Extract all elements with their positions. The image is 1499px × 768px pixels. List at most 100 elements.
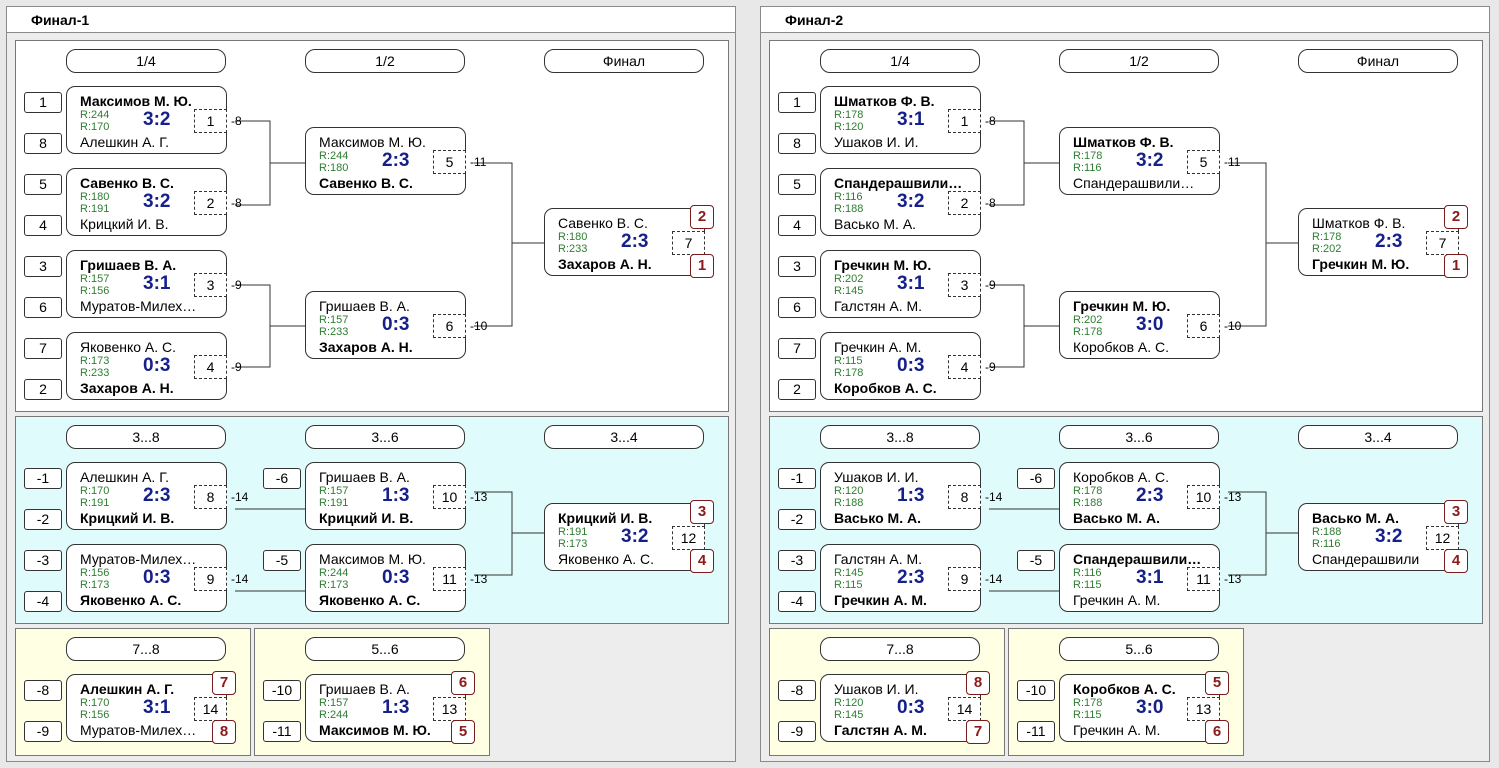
round-header: 3...8: [820, 425, 980, 449]
player-1-name: Гречкин А. М.: [834, 339, 922, 355]
player-1-rating: R:244: [319, 567, 349, 579]
place-badge: 5: [451, 720, 475, 744]
seed-number: 5: [24, 174, 62, 195]
seed-number: 5: [778, 174, 816, 195]
seed-number: -3: [24, 550, 62, 571]
loser-destination: -10: [470, 319, 488, 333]
player-1-rating: R:156: [80, 567, 110, 579]
player-1-name: Савенко В. С.: [558, 215, 648, 231]
place-badge: 5: [1205, 671, 1229, 695]
bracket-lines: [235, 120, 545, 368]
match-number: 2: [948, 191, 981, 215]
player-2-rating: R:116: [1312, 538, 1341, 550]
loser-destination: -11: [470, 155, 487, 169]
seed-number: -10: [1017, 680, 1055, 701]
match-number: 9: [948, 567, 981, 591]
place-badge: 2: [690, 205, 714, 229]
match-score: 0:3: [382, 314, 410, 335]
player-1-name: Гришаев В. А.: [319, 469, 410, 485]
player-2-rating: R:178: [1073, 326, 1103, 338]
match-number: 12: [1426, 526, 1459, 550]
player-1-rating: R:202: [1073, 314, 1103, 326]
player-2-name: Гречкин А. М.: [834, 592, 927, 608]
match-number: 12: [672, 526, 705, 550]
seed-number: 3: [778, 256, 816, 277]
place-badge: 7: [966, 720, 990, 744]
player-2-rating: R:120: [834, 121, 864, 133]
player-1-name: Шматков Ф. В.: [1073, 134, 1174, 150]
round-header: 3...6: [305, 425, 465, 449]
match-score: 0:3: [382, 567, 410, 588]
loser-destination: -8: [985, 114, 996, 128]
loser-destination: -9: [985, 278, 996, 292]
match-number: 5: [1187, 150, 1220, 174]
player-2-name: Коробков А. С.: [1073, 339, 1170, 355]
match-score: 1:3: [897, 485, 925, 506]
player-2-rating: R:156: [80, 709, 110, 721]
loser-destination: -14: [985, 490, 1003, 504]
place-badge: 1: [690, 254, 714, 278]
seed-number: 3: [24, 256, 62, 277]
player-1-name: Гречкин М. Ю.: [834, 257, 932, 273]
player-1-rating: R:116: [1073, 567, 1102, 579]
match-number: 6: [433, 314, 466, 338]
player-2-rating: R:233: [80, 367, 110, 379]
player-2-rating: R:173: [558, 538, 588, 550]
match-number: 10: [1187, 485, 1220, 509]
player-2-rating: R:191: [80, 203, 110, 215]
player-2-name: Спандерашвили: [1312, 551, 1420, 567]
player-1-name: Максимов М. Ю.: [319, 551, 426, 567]
match-number: 14: [194, 697, 227, 721]
place-badge: 1: [1444, 254, 1468, 278]
player-2-name: Алешкин А. Г.: [80, 134, 169, 150]
match-number: 7: [672, 231, 705, 255]
bracket-connector: [235, 284, 306, 368]
seed-number: -9: [778, 721, 816, 742]
player-2-name: Максимов М. Ю.: [319, 722, 431, 738]
round-header: Финал: [1298, 49, 1458, 73]
round-header: 7...8: [820, 637, 980, 661]
match-number: 14: [948, 697, 981, 721]
seed-number: 1: [778, 92, 816, 113]
player-2-rating: R:233: [319, 326, 349, 338]
match-score: 0:3: [897, 355, 925, 376]
seed-number: -6: [263, 468, 301, 489]
match-score: 2:3: [382, 150, 410, 171]
player-2-name: Захаров А. Н.: [319, 339, 413, 355]
player-2-rating: R:191: [319, 497, 349, 509]
player-2-rating: R:244: [319, 709, 349, 721]
player-2-name: Захаров А. Н.: [558, 256, 652, 272]
player-2-rating: R:173: [319, 579, 349, 591]
player-2-name: Васько М. А.: [834, 216, 917, 232]
